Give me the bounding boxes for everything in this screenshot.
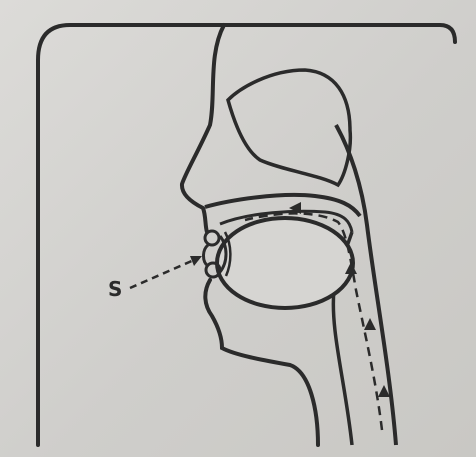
s-pointer-arrowhead-icon bbox=[190, 256, 202, 266]
nasal-cavity-outline bbox=[228, 70, 350, 185]
face-profile-upper bbox=[182, 25, 224, 232]
s-pointer-line bbox=[130, 260, 194, 288]
s-label: S bbox=[108, 277, 122, 301]
tongue-bulb bbox=[217, 218, 353, 308]
